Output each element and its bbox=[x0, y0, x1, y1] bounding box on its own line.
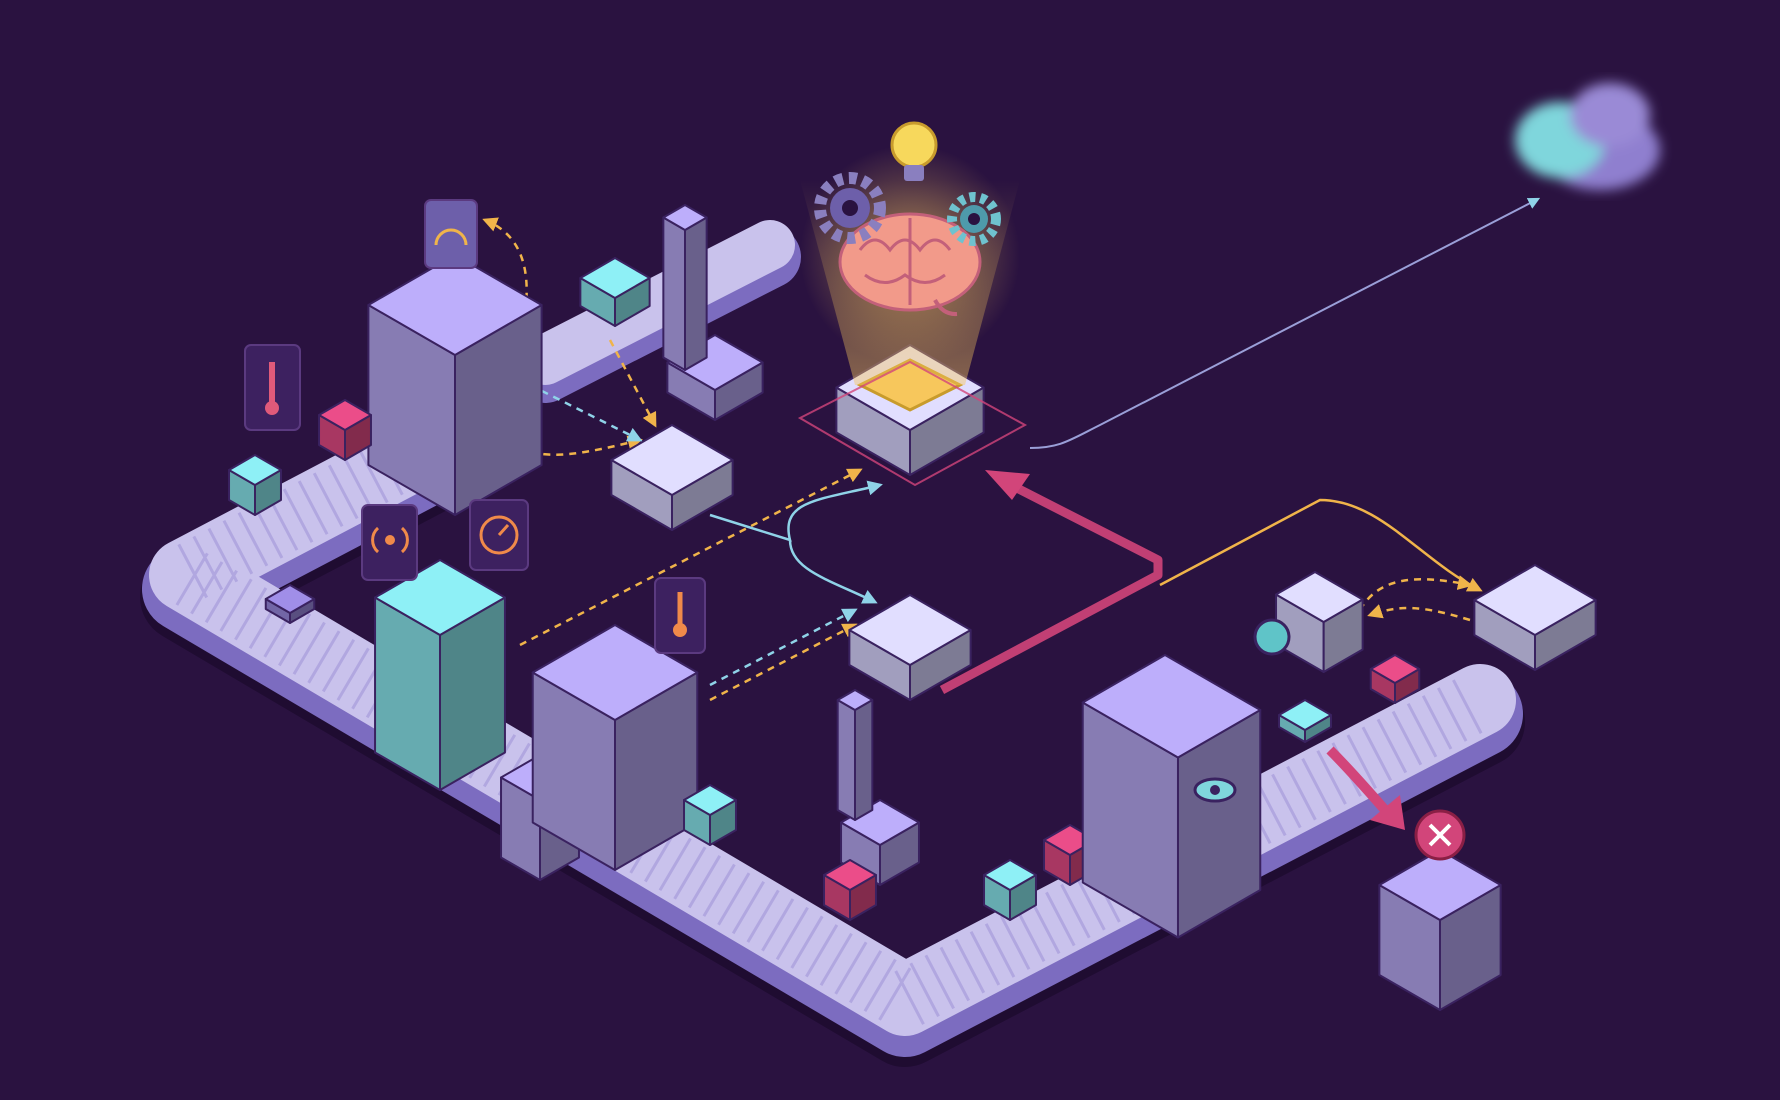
scanner-machine-cyan bbox=[374, 559, 506, 791]
vision-inspection-machine bbox=[1081, 654, 1262, 939]
wireless-signal-icon bbox=[361, 504, 418, 581]
product-box bbox=[579, 257, 651, 327]
server-icon bbox=[848, 594, 972, 701]
product-box bbox=[823, 859, 877, 921]
product-box bbox=[228, 454, 282, 516]
robot-arm-icon bbox=[836, 689, 874, 821]
robot-arm-icon bbox=[662, 204, 708, 371]
top-face bbox=[662, 204, 708, 231]
right-face bbox=[684, 216, 708, 371]
gauge-icon bbox=[424, 199, 478, 269]
reject-bin bbox=[1378, 849, 1502, 1011]
top-face bbox=[1278, 699, 1332, 731]
feedback-arrow bbox=[939, 470, 1405, 830]
top-face bbox=[848, 594, 972, 666]
processing-machine bbox=[531, 624, 699, 871]
defective-box bbox=[1369, 654, 1421, 704]
top-face bbox=[1275, 571, 1364, 623]
top-face bbox=[264, 584, 316, 614]
top-face bbox=[983, 859, 1037, 891]
reject-arrow bbox=[1370, 795, 1405, 830]
top-face bbox=[228, 454, 282, 486]
top-face bbox=[579, 257, 651, 299]
top-face bbox=[1369, 654, 1421, 684]
thermometer-icon bbox=[244, 344, 301, 431]
top-face bbox=[1378, 849, 1502, 921]
gear-icon bbox=[814, 172, 886, 244]
gauge-icon bbox=[469, 499, 529, 571]
right-face bbox=[854, 699, 874, 821]
lightbulb-icon bbox=[890, 121, 938, 181]
camera-lens bbox=[1253, 618, 1291, 656]
product-box bbox=[683, 784, 737, 846]
top-face bbox=[318, 399, 372, 431]
cloud-icon bbox=[1515, 83, 1660, 190]
server-icon bbox=[610, 424, 734, 531]
eye-icon bbox=[1193, 777, 1237, 803]
circuit-board bbox=[1278, 699, 1332, 743]
server-icon bbox=[1473, 564, 1597, 671]
camera-icon bbox=[1275, 571, 1364, 673]
top-face bbox=[836, 689, 874, 711]
brain-icon bbox=[838, 212, 982, 317]
data-connections bbox=[482, 197, 1541, 702]
product-box bbox=[318, 399, 372, 461]
isometric-objects bbox=[228, 204, 1597, 1011]
left-face bbox=[662, 216, 686, 371]
product-box bbox=[983, 859, 1037, 921]
sensor-badges bbox=[244, 199, 706, 654]
top-face bbox=[1081, 654, 1262, 759]
gear-icon bbox=[947, 192, 1001, 246]
reject-x-icon bbox=[1414, 809, 1466, 861]
left-face bbox=[836, 699, 856, 821]
hub-platform bbox=[797, 360, 1028, 487]
top-face bbox=[367, 254, 543, 356]
top-face bbox=[683, 784, 737, 816]
ai-hub bbox=[797, 121, 1028, 487]
circuit-board bbox=[264, 584, 316, 624]
top-face bbox=[823, 859, 877, 891]
inspection-machine bbox=[367, 254, 543, 516]
top-face bbox=[610, 424, 734, 496]
thermometer-icon bbox=[654, 577, 706, 654]
top-face bbox=[1473, 564, 1597, 636]
